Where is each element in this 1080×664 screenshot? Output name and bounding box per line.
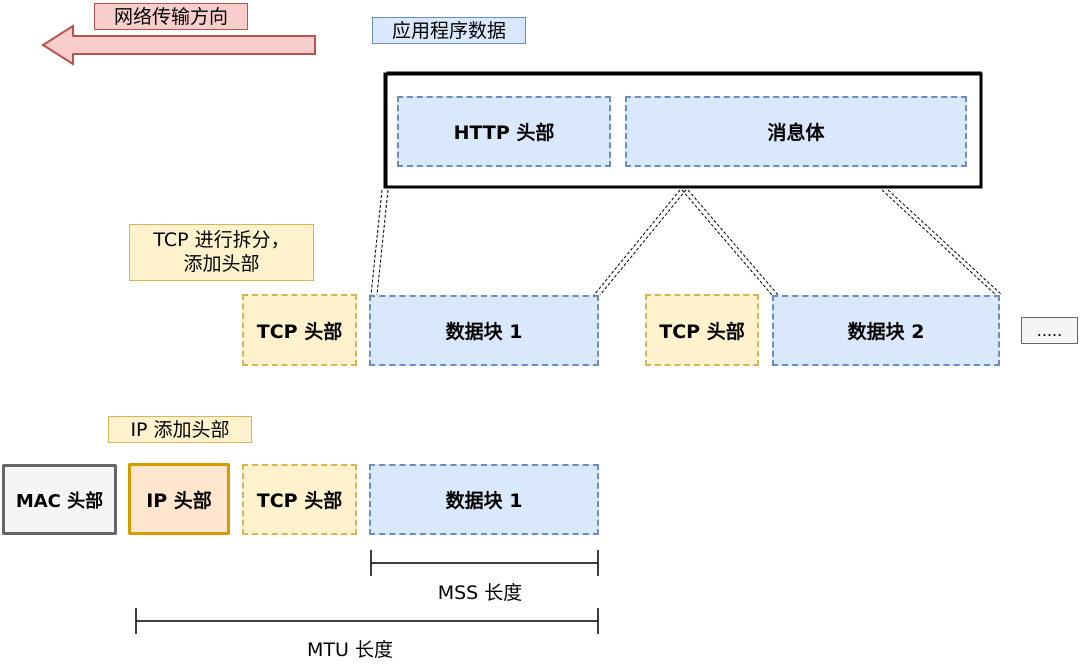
ip-add-header-label: IP 添加头部: [108, 416, 252, 443]
left-arrow-icon: [41, 24, 316, 66]
app-data-label: 应用程序数据: [372, 17, 526, 44]
data-block-ip-box: 数据块 1: [369, 464, 599, 535]
data-block-1-box: 数据块 1: [369, 295, 599, 366]
split-connectors: [370, 189, 1003, 296]
ip-header-box: IP 头部: [128, 463, 230, 535]
tcp-header-box-2: TCP 头部: [645, 294, 759, 366]
ellipsis-box: .....: [1021, 317, 1078, 344]
mss-measure-line: [370, 550, 599, 576]
mtu-measure-line: [135, 608, 599, 634]
tcp-header-box-ip: TCP 头部: [242, 464, 357, 535]
data-block-2-box: 数据块 2: [772, 295, 1000, 366]
mtu-length-label: MTU 长度: [307, 639, 393, 661]
http-header-box: HTTP 头部: [397, 96, 611, 167]
mss-length-label: MSS 长度: [437, 582, 523, 604]
tcp-split-label-line2: 添加头部: [183, 253, 260, 275]
message-body-box: 消息体: [625, 96, 967, 167]
tcp-header-box-1: TCP 头部: [242, 294, 357, 366]
mac-header-box: MAC 头部: [2, 464, 117, 535]
direction-label: 网络传输方向: [94, 3, 248, 30]
tcp-split-label-line1: TCP 进行拆分，: [153, 229, 290, 251]
tcp-split-label: TCP 进行拆分， 添加头部: [129, 224, 314, 281]
